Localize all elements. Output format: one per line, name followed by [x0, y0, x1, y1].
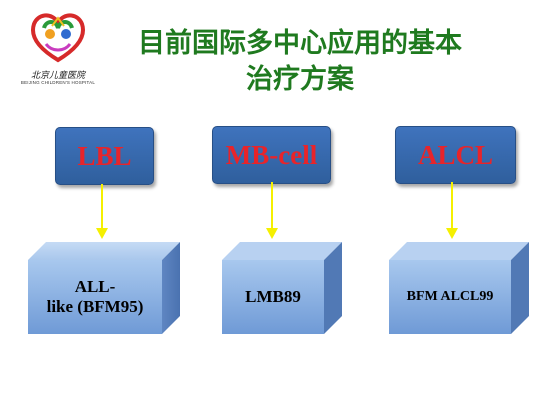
hospital-logo: 北京儿童医院 BEIJING CHILDREN'S HOSPITAL	[18, 8, 98, 90]
slide-title: 目前国际多中心应用的基本 治疗方案	[100, 26, 500, 98]
lymphoma-type-box-alcl: ALCL	[395, 126, 516, 184]
protocol-label-all-like: ALL- like (BFM95)	[28, 260, 162, 334]
protocol-block-shape	[222, 242, 342, 334]
logo-english-text: BEIJING CHILDREN'S HOSPITAL	[20, 80, 96, 85]
arrow-lbl-to-protocol	[96, 184, 108, 239]
protocol-block-shape	[28, 242, 180, 334]
logo-chinese-text: 北京儿童医院	[30, 71, 85, 81]
protocol-block-all-like: ALL- like (BFM95)	[28, 242, 180, 334]
slide-title-line-1: 目前国际多中心应用的基本	[138, 28, 462, 59]
protocol-label-line-2: like (BFM95)	[46, 297, 144, 316]
protocol-block-lmb89: LMB89	[222, 242, 342, 334]
protocol-label-lmb89: LMB89	[222, 260, 324, 334]
protocol-label-line-1: ALL-	[74, 277, 116, 296]
lymphoma-type-box-mb-cell: MB-cell	[212, 126, 331, 184]
lymphoma-type-box-lbl: LBL	[55, 127, 154, 185]
protocol-block-shape	[389, 242, 529, 334]
hospital-logo-icon	[31, 13, 85, 63]
arrow-mb-cell-to-protocol	[266, 182, 278, 239]
protocol-block-bfm-alcl99: BFM ALCL99	[389, 242, 529, 334]
protocol-label-bfm-alcl99: BFM ALCL99	[389, 260, 511, 334]
arrow-alcl-to-protocol	[446, 182, 458, 239]
slide-title-line-2: 治疗方案	[246, 64, 354, 95]
